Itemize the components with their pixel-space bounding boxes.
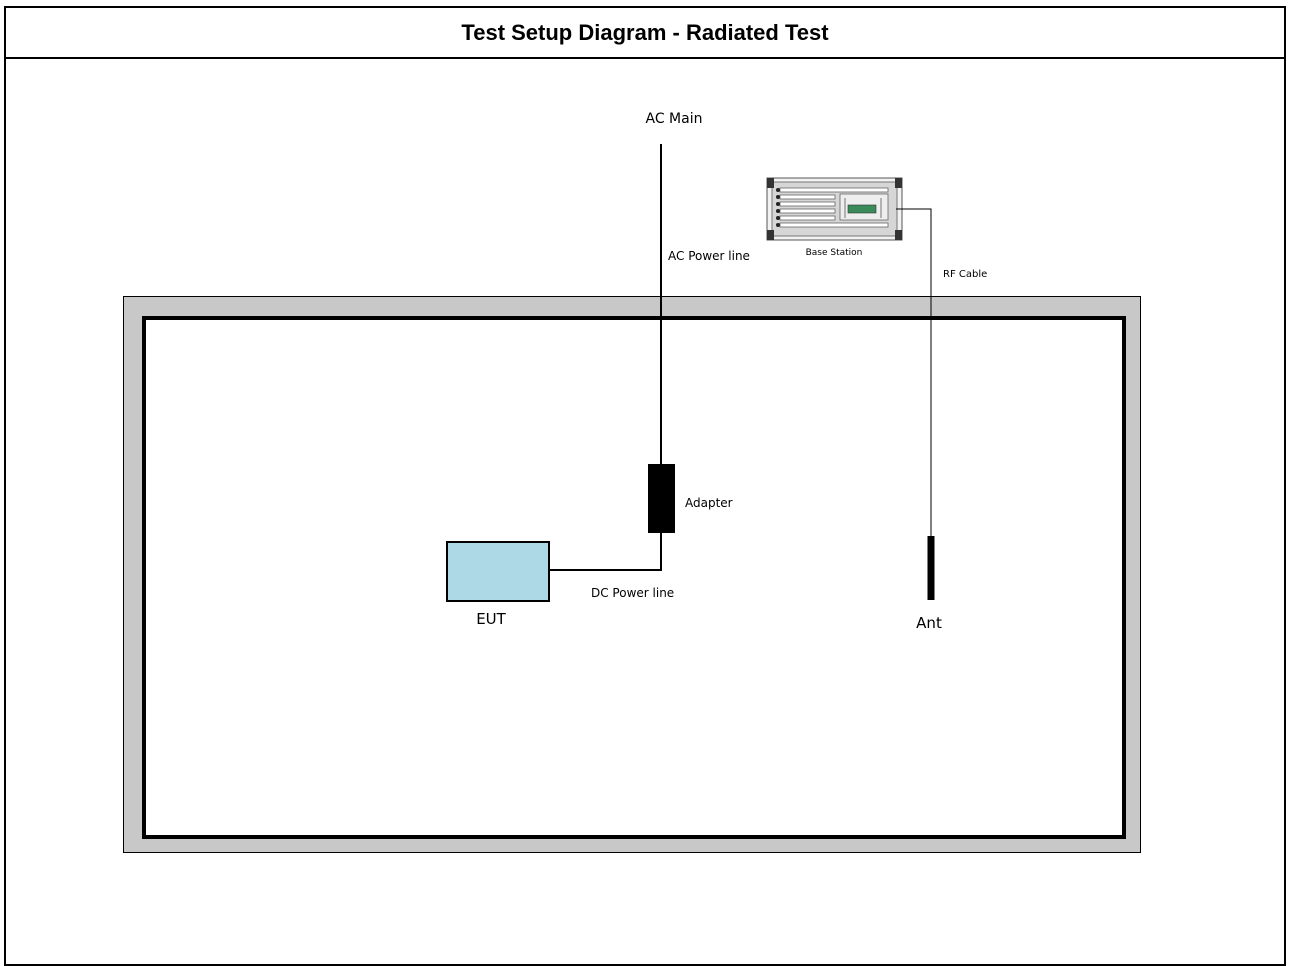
eut-box	[446, 541, 550, 602]
page-title: Test Setup Diagram - Radiated Test	[461, 19, 829, 45]
chamber-inner-space	[142, 316, 1126, 839]
rf-cable	[896, 208, 932, 537]
antenna-label: Ant	[916, 614, 942, 632]
antenna-rod	[927, 536, 935, 600]
adapter-label: Adapter	[685, 496, 733, 510]
ac-power-line-label: AC Power line	[668, 249, 750, 263]
eut-label: EUT	[476, 610, 506, 628]
shielded-chamber	[123, 296, 1141, 853]
ac-main-label: AC Main	[646, 111, 703, 127]
base-station-label: Base Station	[806, 248, 863, 258]
base-station-icon	[766, 177, 903, 241]
dc-power-line	[549, 532, 662, 571]
test-setup-diagram: AC Main AC Power line Adapter DC Power l…	[123, 111, 1141, 853]
title-bar: Test Setup Diagram - Radiated Test	[4, 6, 1286, 59]
adapter-block	[648, 464, 675, 533]
dc-power-line-label: DC Power line	[591, 586, 674, 600]
rf-cable-label: RF Cable	[943, 269, 987, 280]
